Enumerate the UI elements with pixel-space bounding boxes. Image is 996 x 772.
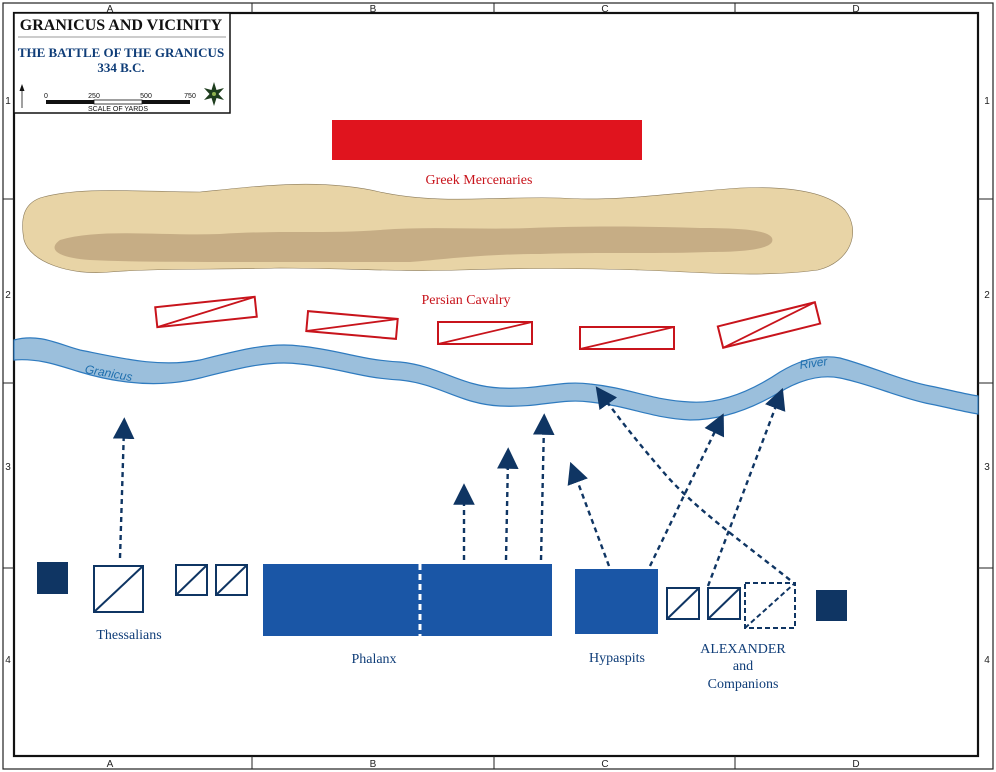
- persian-cavalry-unit: [154, 295, 258, 329]
- scale-tick-500: 500: [140, 93, 152, 100]
- arrow-thessalians-advance: [112, 417, 135, 559]
- companion-cavalry-unit: [666, 587, 700, 620]
- battle-year: 334 B.C.: [97, 60, 144, 75]
- arrow-companions-advance: [706, 387, 786, 587]
- ridge: [22, 183, 854, 275]
- grid-column-labels: A B C D A B C D: [107, 4, 860, 770]
- grid-row-4-left: 4: [5, 655, 11, 666]
- persian-cavalry-label: Persian Cavalry: [421, 293, 510, 308]
- arrow-alexander-charge: [595, 386, 791, 581]
- persian-cavalry-unit: [305, 310, 399, 340]
- title-box: GRANICUS AND VICINITY THE BATTLE OF THE …: [13, 12, 231, 114]
- grid-col-b-bottom: B: [370, 759, 377, 770]
- grid-col-b-top: B: [370, 4, 377, 15]
- scale-tick-250: 250: [88, 93, 100, 100]
- grid-col-d-top: D: [852, 4, 859, 15]
- battle-title: THE BATTLE OF THE GRANICUS: [18, 45, 224, 60]
- scale-tick-750: 750: [184, 93, 196, 100]
- macedonian-light-cavalry-right: [816, 590, 847, 621]
- greek-mercenaries-block: [332, 120, 642, 160]
- grid-col-d-bottom: D: [852, 759, 859, 770]
- alexander-unit: [744, 582, 796, 629]
- grid-col-c-top: C: [601, 4, 608, 15]
- grid-row-1-left: 1: [5, 96, 11, 107]
- greek-mercenaries-label: Greek Mercenaries: [426, 173, 533, 188]
- north-arrow-icon: [19, 84, 25, 108]
- alexander-label-line3: Companions: [708, 677, 779, 692]
- cavalry-unit: [175, 564, 208, 596]
- grid-row-3-right: 3: [984, 462, 990, 473]
- grid-row-2-left: 2: [5, 290, 11, 301]
- cavalry-unit: [215, 564, 248, 596]
- persian-cavalry-unit: [437, 321, 533, 345]
- river-label-river: River: [799, 354, 830, 372]
- alexander-label-line1: ALEXANDER: [700, 642, 786, 657]
- grid-row-3-left: 3: [5, 462, 11, 473]
- scale-tick-0: 0: [44, 93, 48, 100]
- grid-row-4-right: 4: [984, 655, 990, 666]
- arrow-phalanx-advance: [496, 447, 519, 561]
- grid-row-2-right: 2: [984, 290, 990, 301]
- arrow-phalanx-advance: [532, 413, 555, 561]
- phalanx-block: [263, 564, 552, 636]
- grid-row-labels: 1 2 3 4 1 2 3 4: [5, 96, 990, 666]
- scale-label: SCALE OF YARDS: [88, 106, 148, 113]
- granicus-river: Granicus River: [13, 337, 979, 421]
- thessalians-label: Thessalians: [96, 628, 161, 643]
- hypaspists-block: [575, 569, 658, 634]
- map-title: GRANICUS AND VICINITY: [20, 17, 223, 34]
- grid-col-a-bottom: A: [107, 759, 114, 770]
- compass-rose-icon: [204, 82, 224, 106]
- alexander-label-line2: and: [733, 659, 753, 674]
- scale-bar: 0 250 500 750 SCALE OF YARDS: [44, 93, 196, 113]
- macedonian-light-cavalry-left: [37, 562, 68, 594]
- advance-arrows: [112, 386, 791, 587]
- phalanx-label: Phalanx: [351, 652, 396, 667]
- companion-cavalry-unit: [707, 587, 741, 620]
- hypaspists-label: Hypaspits: [589, 651, 645, 666]
- arrow-hypaspists-advance: [567, 461, 611, 567]
- grid-col-c-bottom: C: [601, 759, 608, 770]
- grid-row-1-right: 1: [984, 96, 990, 107]
- persian-cavalry-unit: [579, 326, 675, 350]
- persian-cavalry-unit: [716, 301, 822, 349]
- thessalian-cavalry-unit: [93, 565, 144, 613]
- grid-col-a-top: A: [107, 4, 114, 15]
